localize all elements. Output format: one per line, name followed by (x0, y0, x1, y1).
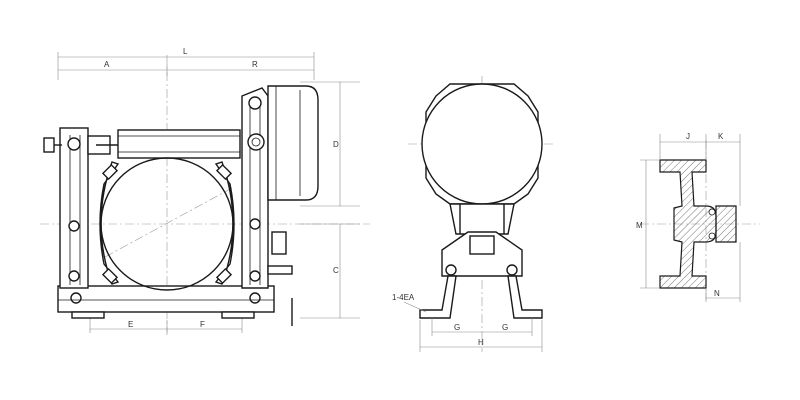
thruster-cylinder (421, 83, 543, 205)
left-shoe-clip-top (101, 163, 119, 181)
dimension-g-g: G G (431, 318, 533, 336)
drum-diagonal (104, 187, 233, 258)
label-a: A (104, 60, 110, 69)
spring-tube (117, 129, 241, 159)
label-g-right: G (502, 323, 508, 332)
right-shoe-clip-top (215, 163, 233, 181)
label-j: J (686, 132, 690, 141)
right-leg (507, 275, 543, 319)
left-arm-pivot-top (67, 137, 81, 151)
dimension-m: M (636, 159, 660, 289)
foot-right (221, 311, 255, 319)
dimension-d: D (300, 81, 360, 207)
label-c: C (333, 266, 339, 275)
shoe-cross-section (659, 159, 717, 289)
right-shoe-clip-bottom (215, 267, 233, 285)
pedestal (449, 203, 515, 235)
right-brake-shoe (214, 161, 235, 285)
left-brake-shoe (99, 161, 120, 285)
dimension-a-r: A R (58, 60, 314, 76)
dimension-e-f: E F (89, 314, 243, 333)
left-arm-pivot-mid (68, 220, 80, 232)
adjusting-nut (43, 137, 55, 153)
label-n: N (714, 289, 720, 298)
right-arm-pivot-mid (247, 133, 265, 151)
dimension-n: N (705, 242, 741, 302)
base-frame (57, 285, 275, 313)
base-bolt-left (70, 292, 82, 304)
left-arm-pivot-bottom (68, 270, 80, 282)
left-shoe-clip-bottom (101, 267, 119, 285)
dimension-l: L (57, 47, 315, 80)
left-brake-arm (59, 127, 89, 289)
foot-left (71, 311, 105, 319)
front-view: 1-4EA G G H (392, 76, 556, 352)
label-f: F (200, 320, 205, 329)
bracket-window (469, 235, 495, 255)
dimension-j-k: J K (659, 132, 741, 206)
label-d: D (333, 140, 339, 149)
side-view: L A R D C E F (40, 47, 370, 335)
right-arm-pivot-top (248, 96, 262, 110)
label-m: M (636, 221, 643, 230)
section-view: J K M N (636, 132, 760, 302)
dimension-h: H (419, 320, 543, 352)
label-e: E (128, 320, 133, 329)
bracket-bolt-right (506, 264, 518, 276)
label-k: K (718, 132, 724, 141)
right-arm-pivot-bottom (249, 270, 261, 282)
thruster-terminal (271, 231, 287, 255)
lining-section (715, 205, 737, 243)
spring-assembly (87, 129, 241, 159)
label-r: R (252, 60, 258, 69)
base-bolt-right (249, 292, 261, 304)
right-arm-pivot-lower (249, 218, 261, 230)
bracket-bolt-left (445, 264, 457, 276)
dimension-c: C (300, 223, 360, 319)
label-l: L (183, 47, 188, 56)
label-g-left: G (454, 323, 460, 332)
mounting-holes-note: 1-4EA (392, 293, 415, 302)
right-brake-arm (241, 87, 269, 289)
left-leg (419, 275, 457, 319)
brake-drum (100, 157, 234, 291)
terminal-stud (267, 265, 293, 275)
label-h: H (478, 338, 484, 347)
thruster-body (267, 85, 319, 201)
